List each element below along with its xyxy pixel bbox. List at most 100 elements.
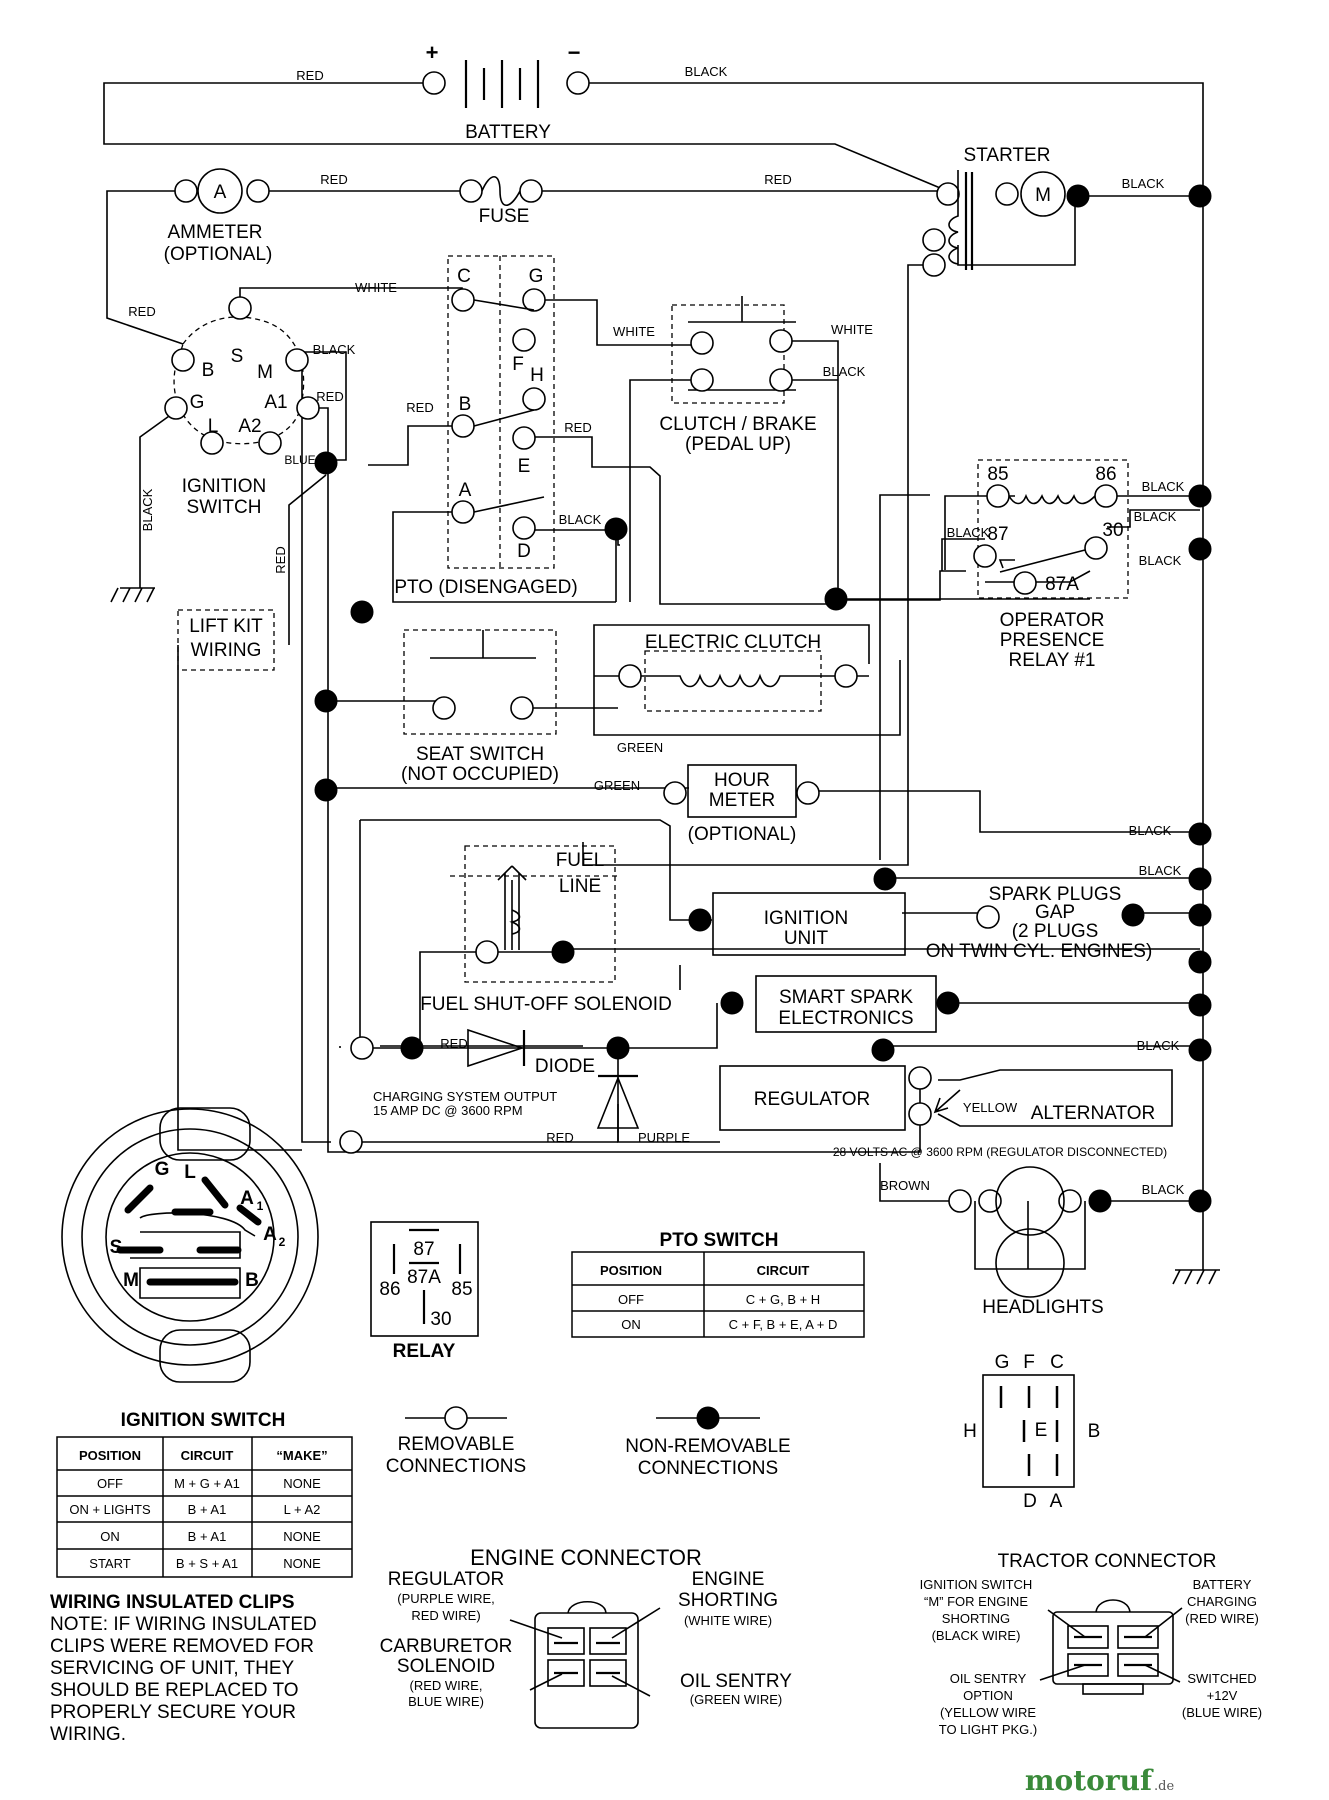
pto-terminal-b: B — [459, 394, 472, 415]
ign-table-cell: B + A1 — [188, 1529, 227, 1544]
conn-pin-b: B — [1088, 1421, 1101, 1442]
seat-switch: SEAT SWITCH (NOT OCCUPIED) — [401, 629, 559, 785]
hour-meter-label-2: METER — [709, 790, 776, 811]
fuse-label: FUSE — [479, 206, 530, 227]
ignition-switch-table: IGNITION SWITCH POSITION CIRCUIT “MAKE” … — [56, 1410, 353, 1578]
line-label: LINE — [559, 876, 601, 897]
pto-connector-pinout: G F C H E B D A — [963, 1352, 1100, 1512]
wire-label-yellow: YELLOW — [963, 1100, 1018, 1115]
wiring-clips-note: WIRING INSULATED CLIPS NOTE: IF WIRING I… — [50, 1592, 317, 1745]
wire-label-black: BLACK — [1122, 176, 1165, 191]
ign-table-cell: OFF — [97, 1476, 123, 1491]
ign-table-header: POSITION — [79, 1448, 141, 1463]
tractor-bat-1: BATTERY — [1193, 1577, 1252, 1592]
starter-motor-symbol: M — [1035, 185, 1051, 206]
tractor-bat-2: CHARGING — [1187, 1594, 1257, 1609]
conn-pin-g: G — [995, 1352, 1010, 1373]
wire-label-black: BLACK — [947, 525, 990, 540]
pto-switch: C G F H B E A D PTO (DISENGAGED) — [394, 255, 578, 598]
note-line: CLIPS WERE REMOVED FOR — [50, 1636, 314, 1657]
spark-plugs-label-4: ON TWIN CYL. ENGINES) — [926, 941, 1153, 962]
headlights-label: HEADLIGHTS — [982, 1297, 1103, 1318]
tractor-sw-2: +12V — [1207, 1688, 1238, 1703]
alternator-note: 28 VOLTS AC @ 3600 RPM (REGULATOR DISCON… — [833, 1145, 1167, 1159]
wire-label-black: BLACK — [1134, 509, 1177, 524]
junction-dot — [871, 1038, 895, 1062]
ign-terminal-b: B — [202, 360, 215, 381]
relay-label-2: PRESENCE — [1000, 630, 1105, 651]
conn-pin-h: H — [963, 1421, 977, 1442]
watermark-main: motoruf — [1025, 1764, 1154, 1797]
tractor-connector: TRACTOR CONNECTOR IGNITION SWITCH “M” FO… — [920, 1551, 1262, 1737]
watermark-suffix: .de — [1154, 1779, 1174, 1794]
engine-connector: ENGINE CONNECTOR REGULATOR (PURPLE WIRE,… — [380, 1545, 792, 1729]
relay-pin-87: 87 — [413, 1239, 434, 1260]
wire-label-red: RED — [564, 420, 591, 435]
relay-pin-87a: 87A — [407, 1267, 441, 1288]
clutch-brake-sub: (PEDAL UP) — [685, 434, 791, 455]
junction-dot — [1188, 537, 1212, 561]
engine-carb-1: CARBURETOR — [380, 1636, 513, 1657]
legend-removable-1: REMOVABLE — [398, 1434, 515, 1455]
face-terminal-a2: A — [263, 1224, 277, 1245]
ign-table-cell: B + S + A1 — [176, 1556, 238, 1571]
ign-table-cell: B + A1 — [188, 1502, 227, 1517]
pto-table-title: PTO SWITCH — [660, 1230, 779, 1251]
alternator-label: ALTERNATOR — [1031, 1103, 1156, 1124]
starter-label: STARTER — [964, 145, 1051, 166]
pto-terminal-g: G — [529, 266, 544, 287]
conn-pin-e: E — [1035, 1420, 1048, 1441]
tractor-sw-3: (BLUE WIRE) — [1182, 1705, 1262, 1720]
tractor-ign-2: “M” FOR ENGINE — [924, 1594, 1028, 1609]
engine-shorting-3: (WHITE WIRE) — [684, 1613, 772, 1628]
pto-terminal-c: C — [457, 266, 471, 287]
wire-label-red: RED — [546, 1130, 573, 1145]
note-line: NOTE: IF WIRING INSULATED — [50, 1614, 317, 1635]
tractor-ign-4: (BLACK WIRE) — [932, 1628, 1021, 1643]
pto-table-cell: ON — [621, 1317, 641, 1332]
wire-label-black: BLACK — [1142, 479, 1185, 494]
ign-terminal-l: L — [208, 416, 219, 437]
regulator: REGULATOR — [719, 1065, 932, 1131]
ign-table-cell: NONE — [283, 1476, 321, 1491]
fuel-shutoff-solenoid: FUEL LINE FUEL SHUT-OFF SOLENOID — [420, 845, 672, 1015]
wire-label-black: BLACK — [140, 488, 155, 531]
engine-carb-3: (RED WIRE, — [410, 1678, 483, 1693]
junction-dot — [1188, 822, 1212, 846]
relay-pin-85: 85 — [451, 1279, 472, 1300]
ign-table-cell: ON — [100, 1529, 120, 1544]
ign-table-cell: NONE — [283, 1556, 321, 1571]
pto-terminal-a: A — [459, 480, 472, 501]
relay-pin-86: 86 — [379, 1279, 400, 1300]
battery: + − BATTERY — [422, 40, 590, 143]
tractor-ign-3: SHORTING — [942, 1611, 1010, 1626]
hour-meter: HOUR METER (OPTIONAL) — [663, 764, 820, 845]
hour-meter-sub: (OPTIONAL) — [688, 824, 797, 845]
pto-table-cell: OFF — [618, 1292, 644, 1307]
wire-label-black: BLACK — [1139, 553, 1182, 568]
alternator: YELLOW ALTERNATOR 28 VOLTS AC @ 3600 RPM… — [833, 1089, 1167, 1159]
junction-dot — [1188, 950, 1212, 974]
clutch-brake-switch: CLUTCH / BRAKE (PEDAL UP) — [659, 296, 817, 455]
ign-table-cell: NONE — [283, 1529, 321, 1544]
conn-pin-d: D — [1023, 1491, 1037, 1512]
junction-dot — [314, 778, 338, 802]
battery-plus: + — [426, 40, 439, 65]
ign-table-cell: L + A2 — [284, 1502, 321, 1517]
smart-spark-label-2: ELECTRONICS — [778, 1008, 913, 1029]
wire-label-black: BLACK — [1129, 823, 1172, 838]
legend-nonremovable-2: CONNECTIONS — [638, 1458, 778, 1479]
legend-removable-2: CONNECTIONS — [386, 1456, 526, 1477]
relay-pinout: 87 87A 86 85 30 RELAY — [370, 1221, 479, 1362]
wire-label-black: BLACK — [1142, 1182, 1185, 1197]
pto-terminal-e: E — [518, 456, 531, 477]
engine-regulator-3: RED WIRE) — [411, 1608, 480, 1623]
engine-carb-4: BLUE WIRE) — [408, 1694, 484, 1709]
non-removable-connection-symbol — [696, 1406, 720, 1430]
tractor-oil-4: TO LIGHT PKG.) — [939, 1722, 1037, 1737]
charging-label-2: 15 AMP DC @ 3600 RPM — [373, 1103, 523, 1118]
spark-plugs-label-2: GAP — [1035, 902, 1075, 923]
wire-label-blue: BLUE — [284, 453, 315, 467]
face-terminal-g: G — [155, 1159, 170, 1180]
